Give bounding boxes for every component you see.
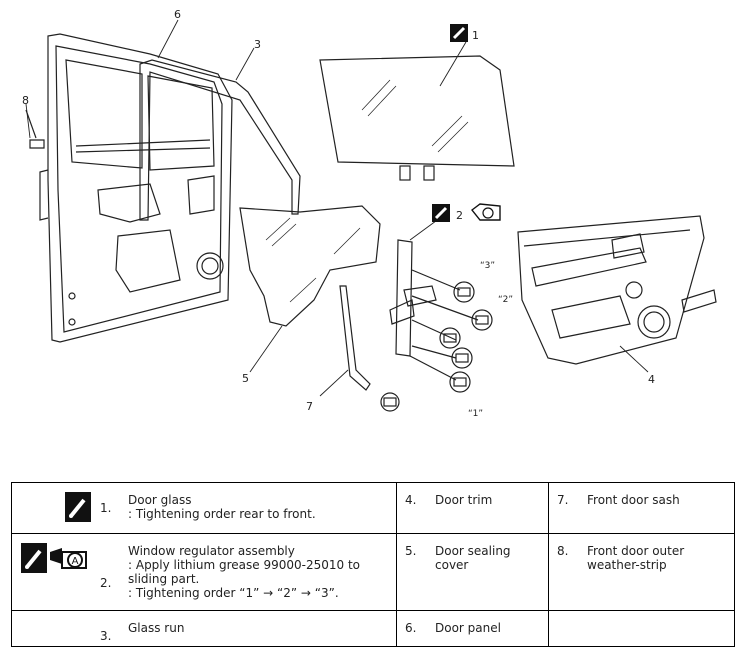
order-mark-3: “3” (480, 261, 495, 271)
front-door-sash (339, 285, 400, 412)
legend-cell: 7. Front door sash (548, 482, 735, 534)
legend-line: sliding part. (128, 572, 200, 586)
legend-number: 5. (405, 544, 417, 558)
legend-cell (548, 610, 735, 647)
callout-8: 8 (22, 94, 29, 107)
legend-line: : Apply lithium grease 99000-25010 to (128, 558, 360, 572)
door-glass (319, 55, 515, 181)
door-sealing-cover (239, 205, 381, 327)
order-mark-1: “1” (468, 409, 483, 419)
legend-row: 3. Glass run 6. Door panel (11, 610, 735, 647)
legend-cell: 1. Door glass: Tightening order rear to f… (11, 482, 397, 534)
legend-text: Window regulator assembly: Apply lithium… (128, 544, 392, 600)
legend-table: 1. Door glass: Tightening order rear to f… (11, 482, 735, 647)
legend-number: 1. (100, 501, 112, 515)
legend-line: weather-strip (587, 558, 667, 572)
legend-number: 3. (100, 629, 112, 643)
legend-line: : Tightening order rear to front. (128, 507, 316, 521)
legend-text: Front door sash (587, 493, 730, 507)
legend-cell: 6. Door panel (396, 610, 549, 647)
tighten-and-grease-icons: A (20, 542, 92, 577)
glass-run (139, 59, 301, 221)
door-trim (517, 215, 717, 365)
legend-cell: 3. Glass run (11, 610, 397, 647)
legend-number: 6. (405, 621, 417, 635)
legend-line: Door sealing (435, 544, 511, 558)
legend-line: Front door outer (587, 544, 685, 558)
exploded-door-diagram: 1 2 3 4 5 6 7 8 “3” “2” “1” (22, 8, 717, 419)
legend-text: Door glass: Tightening order rear to fro… (128, 493, 392, 521)
legend-text: Glass run (128, 621, 392, 635)
callout-4: 4 (648, 373, 655, 386)
callout-2: 2 (456, 209, 463, 222)
legend-line: Window regulator assembly (128, 544, 295, 558)
wrench-torque-icon (450, 24, 468, 42)
grease-gun-a-icon (471, 203, 501, 221)
callout-1: 1 (472, 29, 479, 42)
legend-text: Door trim (435, 493, 544, 507)
callout-6: 6 (174, 8, 181, 21)
legend-line: Door panel (435, 621, 501, 635)
legend-text: Door panel (435, 621, 544, 635)
wrench-torque-icon (432, 204, 450, 222)
legend-number: 2. (100, 576, 112, 590)
window-regulator (389, 239, 493, 393)
callout-7: 7 (306, 400, 313, 413)
order-mark-2: “2” (498, 295, 513, 305)
legend-line: : Tightening order “1” → “2” → “3”. (128, 586, 339, 600)
legend-line: Front door sash (587, 493, 680, 507)
legend-line: Door glass (128, 493, 192, 507)
legend-number: 8. (557, 544, 569, 558)
legend-line: cover (435, 558, 469, 572)
legend-row: A 2. Window regulator assembly: Apply lith… (11, 533, 735, 611)
legend-cell: A 2. Window regulator assembly: Apply lith… (11, 533, 397, 611)
svg-text:A: A (72, 556, 79, 567)
legend-row: 1. Door glass: Tightening order rear to f… (11, 482, 735, 534)
legend-cell: 4. Door trim (396, 482, 549, 534)
legend-line: Glass run (128, 621, 185, 635)
wrench-torque-icon (64, 491, 92, 526)
legend-line: Door trim (435, 493, 493, 507)
door-panel (39, 33, 233, 343)
legend-number: 4. (405, 493, 417, 507)
callout-3: 3 (254, 38, 261, 51)
callout-5: 5 (242, 372, 249, 385)
legend-number: 7. (557, 493, 569, 507)
